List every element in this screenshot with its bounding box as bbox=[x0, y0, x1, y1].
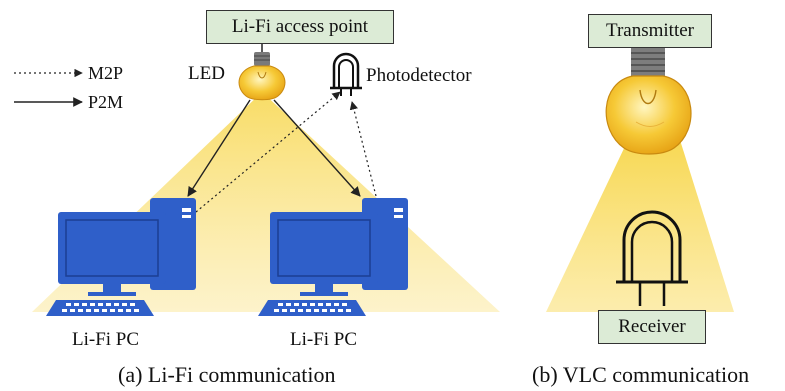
p2m-arrow-right bbox=[273, 99, 361, 197]
receiver-label-box: Receiver bbox=[598, 310, 706, 344]
access-point-label-box: Li-Fi access point bbox=[206, 10, 394, 44]
caption-lifi: (a) Li-Fi communication bbox=[118, 362, 336, 387]
transmitter-label-box: Transmitter bbox=[588, 14, 712, 48]
access-point-label: Li-Fi access point bbox=[231, 16, 369, 37]
light-bulb-icon bbox=[605, 48, 692, 155]
pc-left-label: Li-Fi PC bbox=[72, 329, 140, 350]
pc-right-label: Li-Fi PC bbox=[290, 329, 358, 350]
caption-vlc: (b) VLC communication bbox=[532, 362, 750, 387]
led-receiver-icon bbox=[616, 210, 688, 306]
m2p-arrow-right bbox=[349, 101, 377, 197]
receiver-label: Receiver bbox=[618, 316, 686, 337]
desktop-computer-icon bbox=[258, 198, 408, 316]
photodetector-label: Photodetector bbox=[366, 65, 472, 86]
led-label: LED bbox=[188, 63, 225, 84]
photodetector-icon bbox=[330, 52, 362, 96]
light-bulb-icon bbox=[238, 44, 286, 101]
legend-p2m-label: P2M bbox=[88, 92, 124, 112]
legend-m2p-label: M2P bbox=[88, 63, 124, 83]
transmitter-label: Transmitter bbox=[606, 20, 694, 41]
m2p-arrow-left bbox=[195, 91, 341, 213]
p2m-arrow-left bbox=[187, 99, 251, 197]
desktop-computer-icon bbox=[46, 198, 196, 316]
